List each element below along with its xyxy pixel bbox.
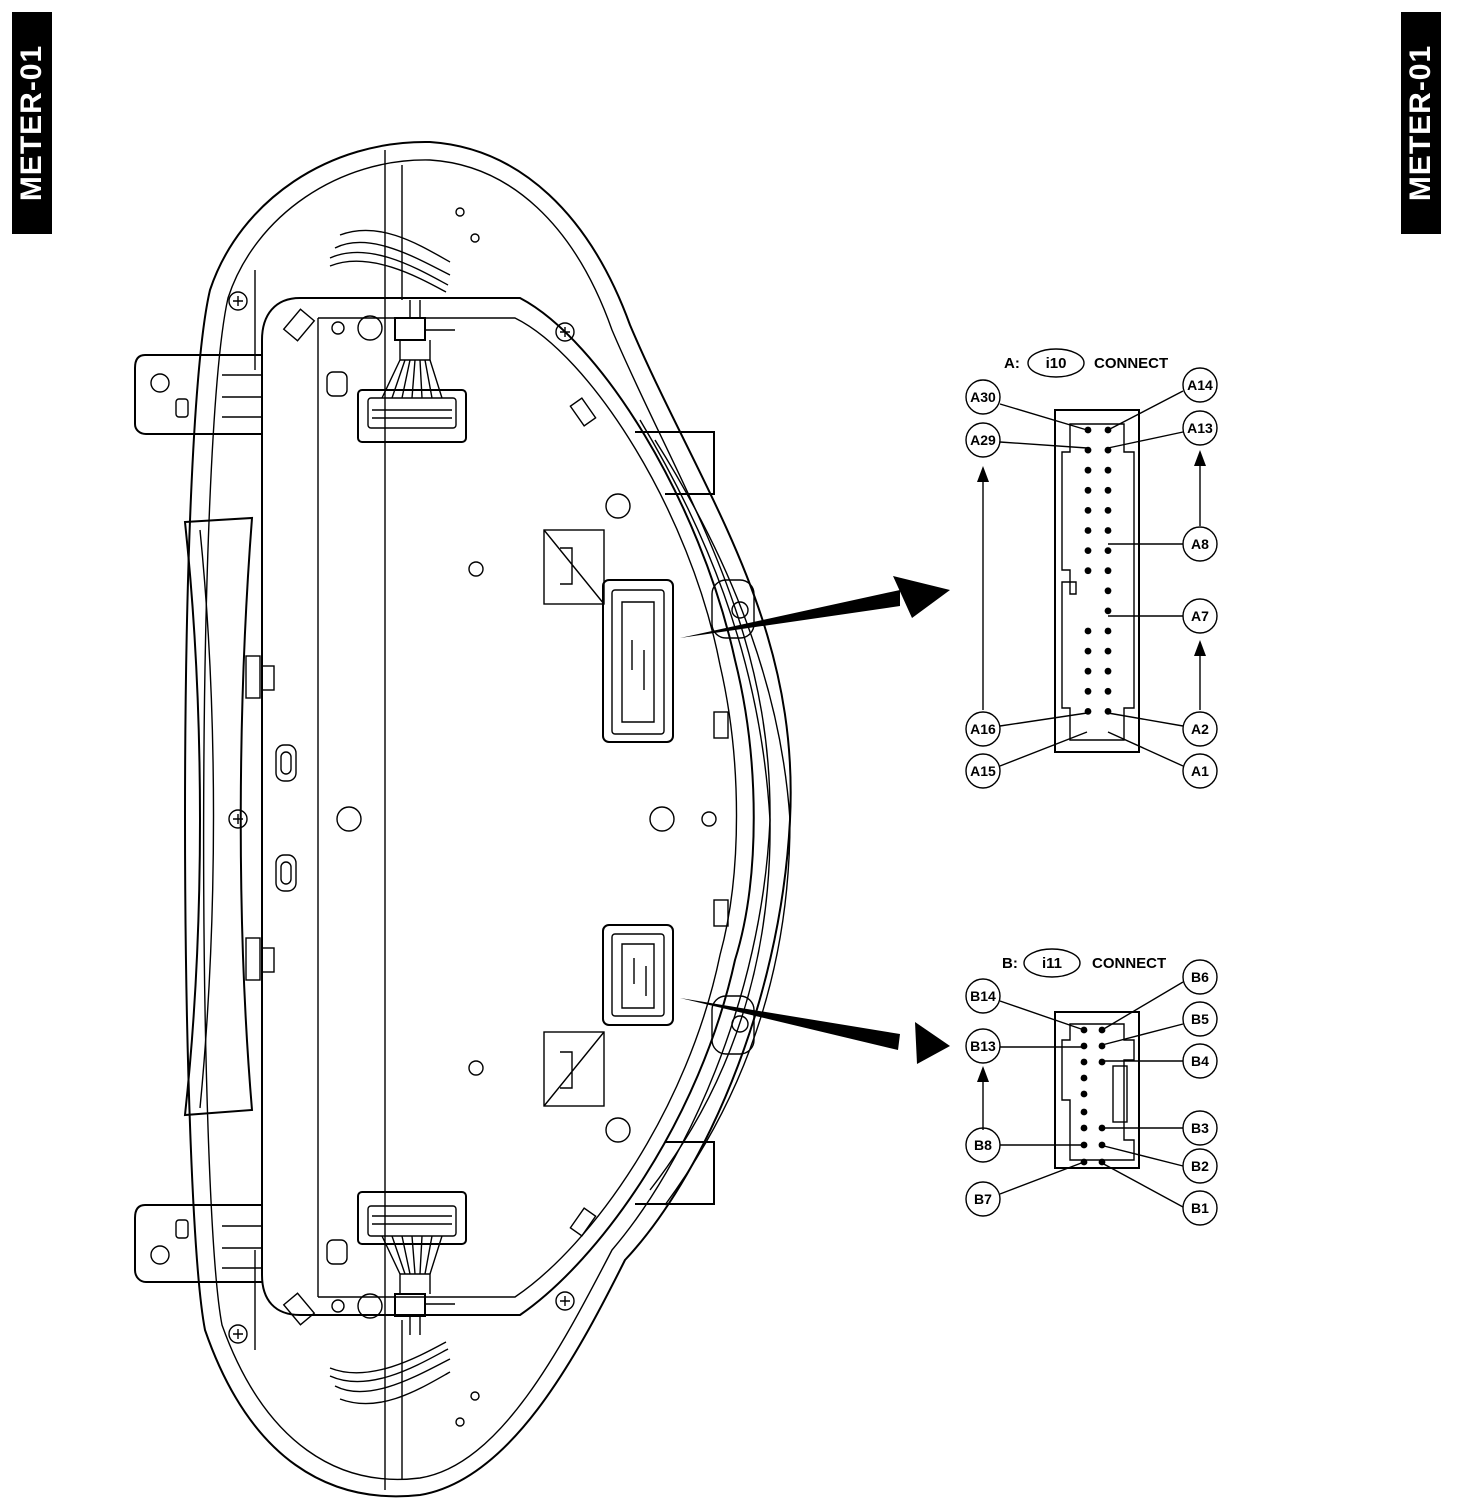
pin-label: B6 [1182, 959, 1218, 995]
svg-text:A14: A14 [1187, 377, 1213, 393]
svg-text:A7: A7 [1191, 608, 1209, 624]
connector-pin [1104, 507, 1112, 514]
svg-text:B5: B5 [1191, 1011, 1209, 1027]
connector-pin [1084, 687, 1092, 695]
connector-a-prefix: A: [1004, 355, 1020, 372]
connector-pin [1104, 667, 1112, 675]
connector-pin [1080, 1090, 1088, 1098]
arrow-to-connector-a [680, 576, 950, 638]
pin-label: A1 [1182, 753, 1218, 789]
pin-label: A29 [965, 422, 1001, 458]
connector-b-prefix: B: [1002, 955, 1018, 972]
combination-meter [134, 140, 792, 1498]
svg-text:B4: B4 [1191, 1053, 1209, 1069]
svg-text:B7: B7 [974, 1191, 992, 1207]
svg-text:B8: B8 [974, 1137, 992, 1153]
connector-pin [1084, 527, 1092, 534]
svg-text:A15: A15 [970, 763, 996, 779]
pin-label: B13 [965, 1028, 1001, 1064]
pin-label: A14 [1182, 367, 1218, 403]
connector-pin [1104, 486, 1112, 494]
connector-pin [1104, 607, 1112, 615]
connector-pin [1080, 1058, 1088, 1066]
connector-a-id: i10 [1046, 355, 1067, 372]
pin-label: B5 [1182, 1001, 1218, 1037]
screw-icon [228, 291, 575, 1344]
pin-label: B7 [965, 1181, 1001, 1217]
connector-pin [1104, 687, 1112, 695]
connector-pin [1084, 547, 1092, 554]
connector-b-suffix: CONNECT [1092, 955, 1166, 972]
connector-pin [1104, 627, 1112, 635]
svg-text:A1: A1 [1191, 763, 1209, 779]
svg-text:A2: A2 [1191, 721, 1209, 737]
pin-label: A7 [1182, 598, 1218, 634]
pin-label: A2 [1182, 711, 1218, 747]
svg-text:B3: B3 [1191, 1120, 1209, 1136]
connector-pin [1084, 647, 1092, 655]
svg-text:B14: B14 [970, 988, 996, 1004]
side-tag-left: METER-01 [12, 12, 52, 234]
connector-pin [1104, 567, 1112, 575]
pin-label: B3 [1182, 1110, 1218, 1146]
connector-pin [1104, 446, 1112, 454]
side-tag-right: METER-01 [1401, 12, 1441, 234]
svg-text:B1: B1 [1191, 1200, 1209, 1216]
connector-pin [1080, 1042, 1088, 1050]
pin-label: A15 [965, 753, 1001, 789]
connector-pin [1104, 647, 1112, 655]
connector-id-oval [1027, 348, 1085, 378]
connector-pin [1084, 567, 1092, 575]
connector-b-housing [1054, 1011, 1140, 1169]
connector-pin [1098, 1058, 1106, 1066]
pin-label: B14 [965, 978, 1001, 1014]
connector-pin [1080, 1124, 1088, 1132]
connector-b-pins [1080, 1026, 1106, 1166]
connector-pin [1084, 667, 1092, 675]
connector-pin [1084, 486, 1092, 494]
svg-text:A8: A8 [1191, 536, 1209, 552]
connector-a-suffix: CONNECT [1094, 355, 1168, 372]
connector-b-detail: B: i11 CONNECT B14 B13 B8 B7 B6 B5 B4 B3… [965, 948, 1218, 1226]
connector-pin [1104, 547, 1112, 554]
pin-label: A13 [1182, 410, 1218, 446]
svg-text:B13: B13 [970, 1038, 996, 1054]
connector-a-detail: A: i10 CONNECT A30 A29 A16 A15 A14 A13 A… [965, 348, 1218, 789]
connector-a-housing [1054, 409, 1140, 753]
pin-label: B8 [965, 1127, 1001, 1163]
connector-pin [1084, 627, 1092, 635]
svg-text:B6: B6 [1191, 969, 1209, 985]
svg-text:A29: A29 [970, 432, 996, 448]
connector-pin [1098, 1042, 1106, 1050]
pin-label: A30 [965, 379, 1001, 415]
connector-pin [1084, 466, 1092, 474]
svg-text:A30: A30 [970, 389, 996, 405]
connector-id-oval [1023, 948, 1081, 978]
pin-label: B2 [1182, 1148, 1218, 1184]
connector-a-pins [1084, 426, 1112, 715]
connector-pin [1080, 1108, 1088, 1116]
pin-label: B4 [1182, 1043, 1218, 1079]
svg-text:B2: B2 [1191, 1158, 1209, 1174]
pin-label: B1 [1182, 1190, 1218, 1226]
connector-pin [1104, 527, 1112, 534]
pin-label: A16 [965, 711, 1001, 747]
connector-pin [1080, 1074, 1088, 1082]
connector-pin [1084, 426, 1092, 434]
arrow-to-connector-b [680, 998, 950, 1064]
connector-b-id: i11 [1042, 955, 1062, 972]
svg-text:A16: A16 [970, 721, 996, 737]
connector-pin [1084, 507, 1092, 514]
pin-label: A8 [1182, 526, 1218, 562]
svg-text:A13: A13 [1187, 420, 1213, 436]
connector-pin [1104, 466, 1112, 474]
connector-pin [1104, 587, 1112, 595]
